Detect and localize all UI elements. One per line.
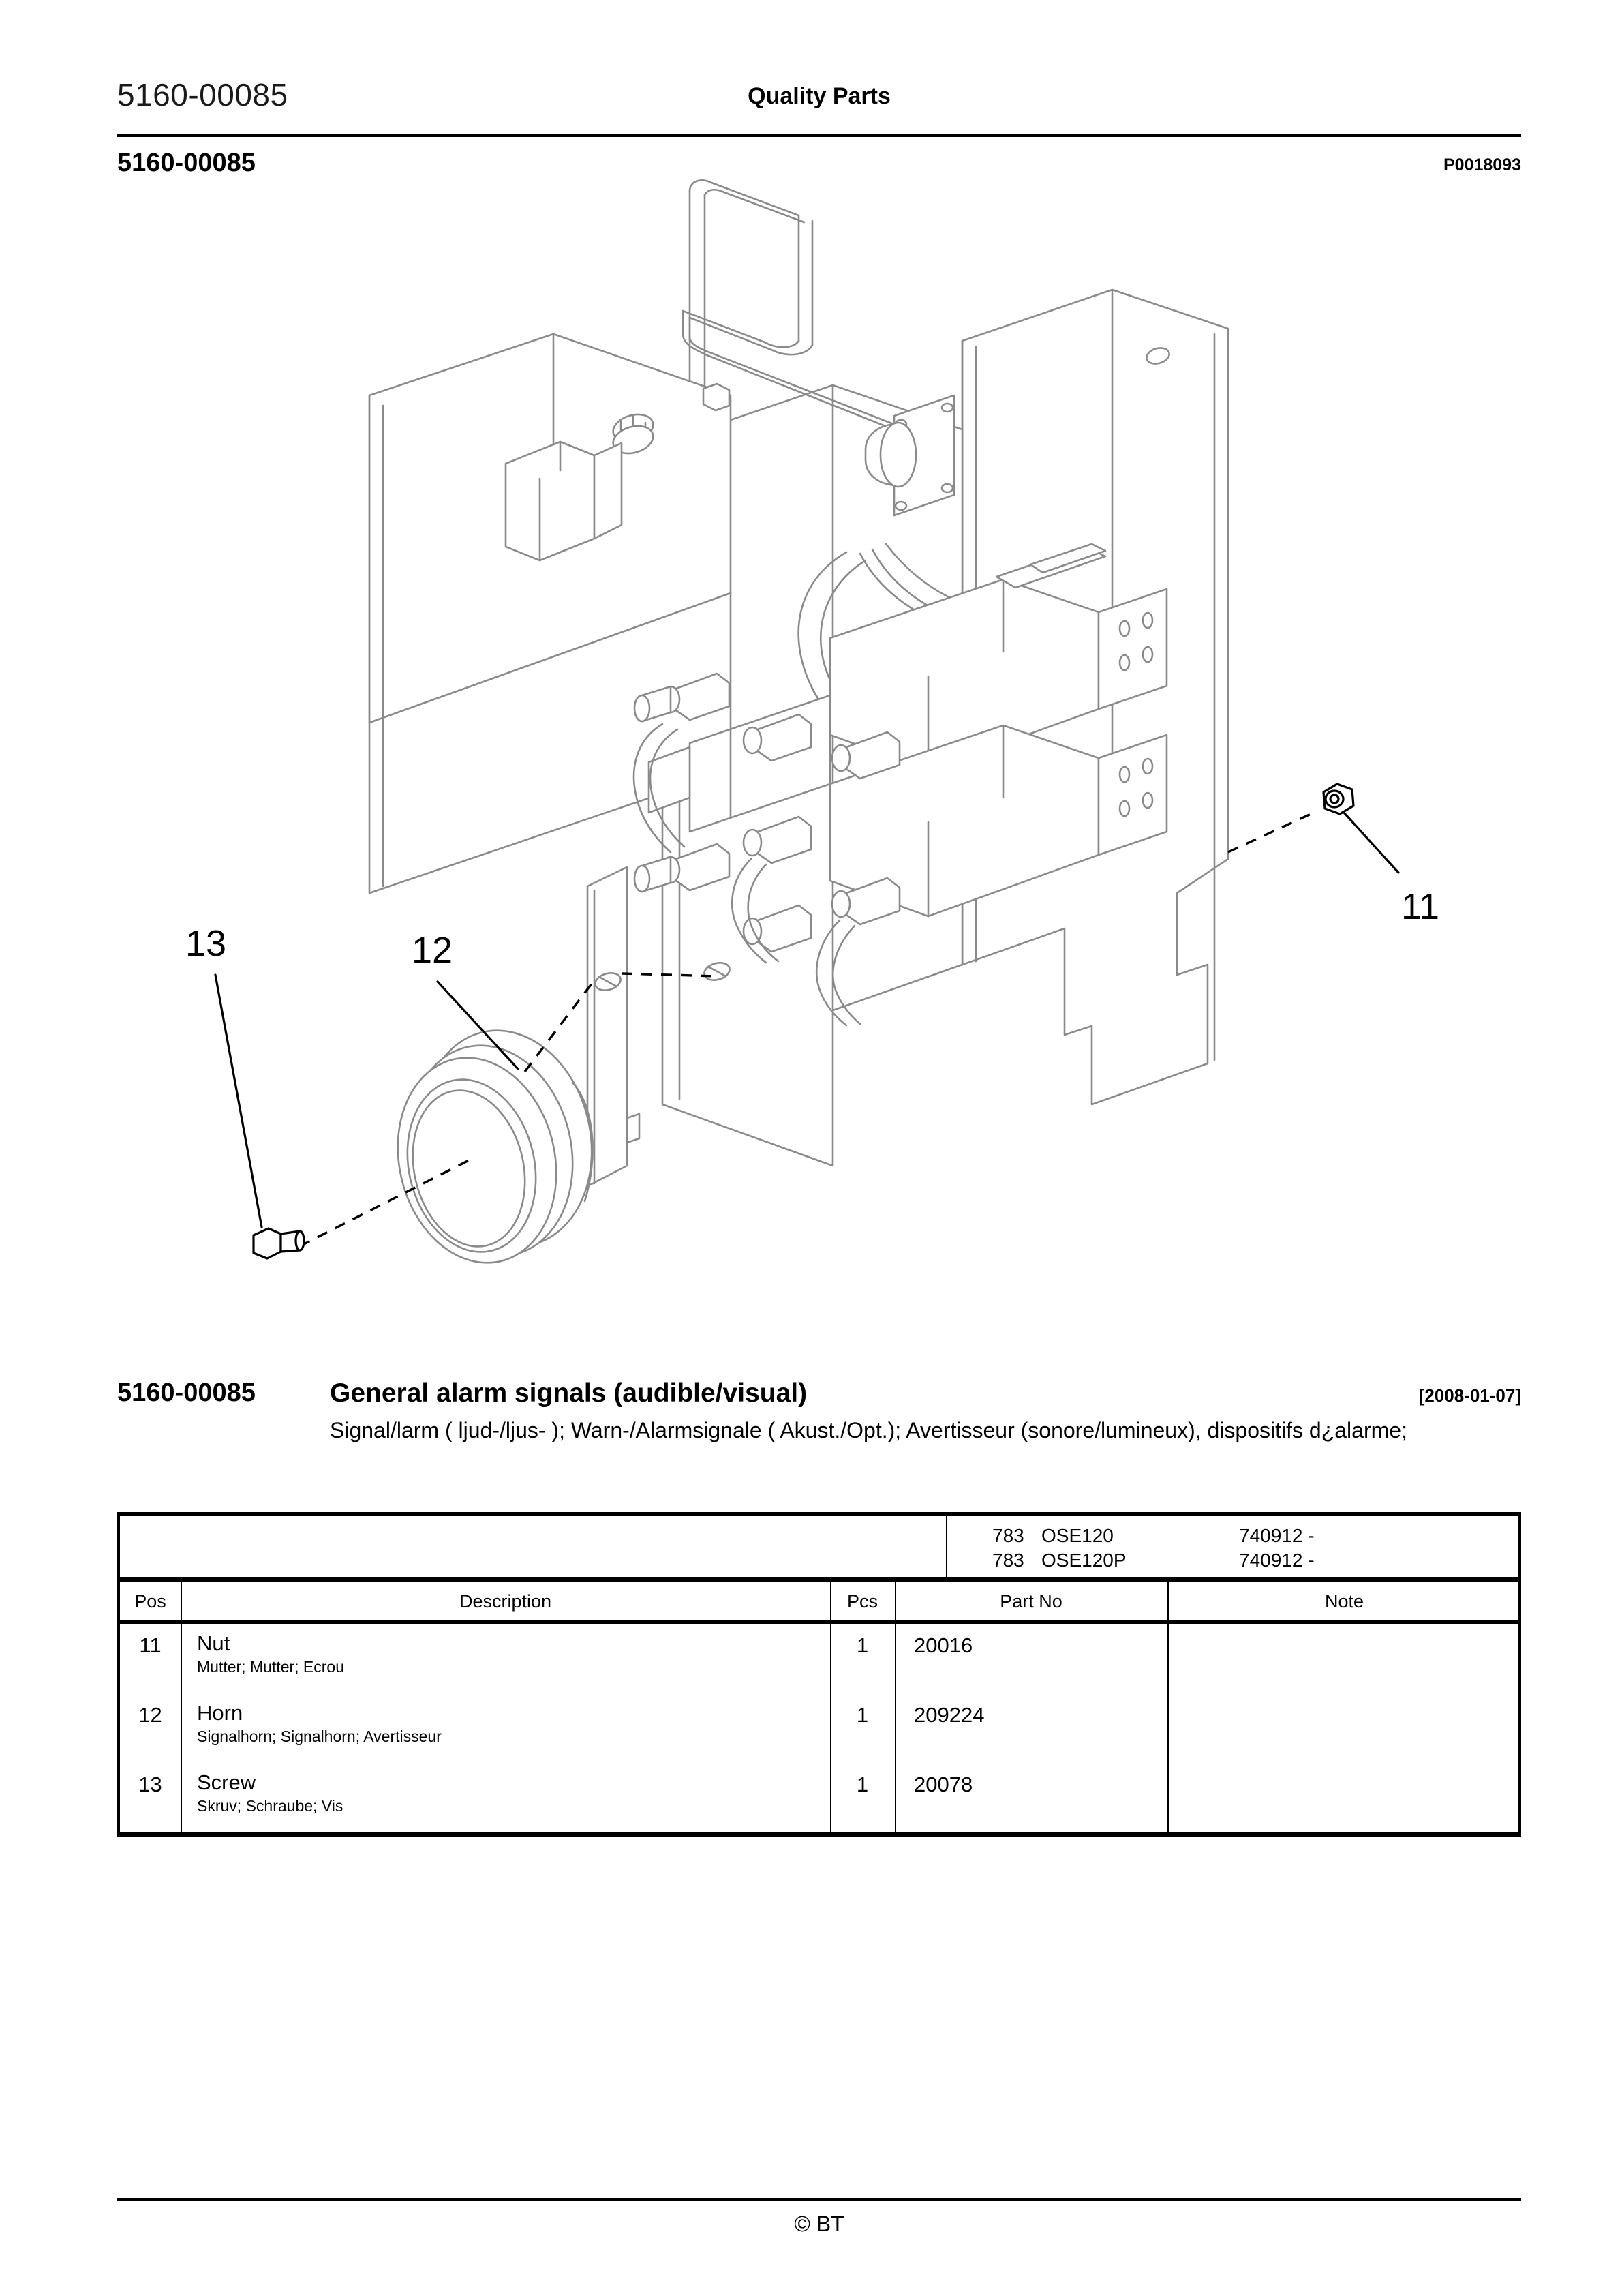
cell-pos: 11 bbox=[139, 1633, 162, 1657]
model-row: 783 OSE120 740912 - bbox=[992, 1524, 1416, 1548]
model-code: 783 bbox=[992, 1550, 1024, 1571]
cell-pos: 12 bbox=[138, 1703, 162, 1727]
column-divider-2 bbox=[830, 1582, 831, 1620]
revision-date: [2008-01-07] bbox=[1418, 1385, 1521, 1406]
table-header-row: Pos Description Pcs Part No Note bbox=[120, 1582, 1518, 1624]
assembly-subtitle-translations: Signal/larm ( ljud-/ljus- ); Warn-/Alarm… bbox=[330, 1418, 1407, 1442]
horn-part bbox=[397, 1029, 594, 1264]
assembly-axis-bracket-panel bbox=[621, 972, 718, 978]
callout-11-group: 11 bbox=[1227, 783, 1439, 927]
assembly-axis-screw-horn bbox=[299, 1158, 472, 1248]
horn-bracket bbox=[586, 866, 641, 1188]
column-divider-1 bbox=[181, 1582, 182, 1620]
screw-part bbox=[252, 1227, 305, 1260]
callout-12-group: 12 bbox=[412, 930, 519, 1070]
column-header-note: Note bbox=[1324, 1591, 1364, 1612]
cell-pos: 13 bbox=[138, 1772, 162, 1796]
hex-nut-part bbox=[1322, 783, 1355, 815]
hydraulic-manifold bbox=[632, 672, 901, 1027]
model-serial: 740912 - bbox=[1239, 1550, 1315, 1571]
description-translations: Mutter; Mutter; Ecrou bbox=[197, 1658, 345, 1676]
flange-connector bbox=[864, 394, 955, 517]
column-divider-2-body bbox=[830, 1624, 831, 1832]
cell-part-no: 209224 bbox=[914, 1703, 985, 1727]
cell-pcs: 1 bbox=[856, 1772, 869, 1796]
relay-blocks bbox=[504, 440, 623, 562]
header-rule bbox=[117, 134, 1521, 137]
valve-block-upper bbox=[829, 543, 1168, 772]
model-band-divider bbox=[946, 1516, 947, 1577]
description-main: Screw bbox=[197, 1770, 256, 1794]
callout-label-11: 11 bbox=[1401, 886, 1439, 927]
valve-block-lower bbox=[829, 724, 1168, 918]
fitting-f bbox=[831, 877, 901, 926]
column-header-part-no: Part No bbox=[1000, 1591, 1062, 1612]
fitting-c bbox=[831, 731, 901, 780]
column-divider-4-body bbox=[1167, 1624, 1169, 1832]
column-header-description: Description bbox=[459, 1591, 552, 1612]
column-header-pos: Pos bbox=[134, 1591, 166, 1612]
fitting-g bbox=[742, 904, 812, 953]
column-divider-3 bbox=[895, 1582, 896, 1620]
assembly-title: General alarm signals (audible/visual) bbox=[330, 1378, 808, 1408]
wire-bracket bbox=[682, 179, 940, 492]
callout-label-13: 13 bbox=[185, 923, 226, 964]
fitting-a bbox=[633, 672, 731, 723]
column-divider-3-body bbox=[895, 1624, 896, 1832]
column-header-pcs: Pcs bbox=[846, 1591, 878, 1612]
header-title: Quality Parts bbox=[748, 83, 891, 109]
callout-13-group: 13 bbox=[185, 923, 263, 1228]
drawing-number: P0018093 bbox=[1443, 155, 1521, 175]
assembly-title-block: 5160-00085 General alarm signals (audibl… bbox=[117, 1378, 1521, 1442]
column-divider-1-body bbox=[181, 1624, 182, 1832]
cell-part-no: 20078 bbox=[914, 1772, 973, 1796]
footer-rule bbox=[117, 2198, 1521, 2201]
footer-copyright: © BT bbox=[794, 2211, 844, 2236]
model-name: OSE120 bbox=[1041, 1525, 1114, 1546]
column-divider-4 bbox=[1167, 1582, 1169, 1620]
fitting-d bbox=[742, 815, 812, 864]
fitting-e bbox=[633, 843, 731, 893]
description-main: Horn bbox=[197, 1701, 243, 1725]
model-serial: 740912 - bbox=[1239, 1525, 1315, 1546]
assembly-code: 5160-00085 bbox=[117, 1378, 256, 1407]
cell-part-no: 20016 bbox=[914, 1633, 973, 1657]
model-row: 783 OSE120P 740912 - bbox=[992, 1548, 1416, 1573]
description-main: Nut bbox=[197, 1631, 230, 1655]
model-name: OSE120P bbox=[1041, 1550, 1127, 1571]
cell-pcs: 1 bbox=[856, 1633, 869, 1657]
fitting-b bbox=[742, 713, 812, 762]
exploded-parts-diagram: .ln { fill:none; stroke:#8a8a8a; stroke-… bbox=[117, 170, 1521, 1343]
sub-header-code: 5160-00085 bbox=[117, 149, 256, 177]
model-code: 783 bbox=[992, 1525, 1024, 1546]
callout-label-12: 12 bbox=[412, 930, 453, 971]
description-translations: Skruv; Schraube; Vis bbox=[197, 1797, 343, 1815]
page-header: 5160-00085 Quality Parts bbox=[117, 76, 1521, 124]
description-translations: Signalhorn; Signalhorn; Avertisseur bbox=[197, 1727, 442, 1745]
header-section-code: 5160-00085 bbox=[117, 77, 288, 112]
cell-pcs: 1 bbox=[856, 1703, 869, 1727]
